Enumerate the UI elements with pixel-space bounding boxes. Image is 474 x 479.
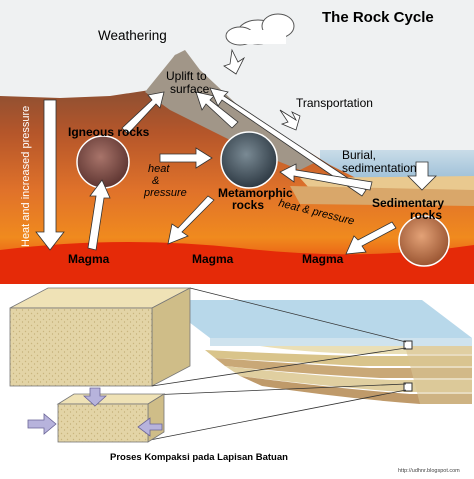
arrow-compaction-left: [27, 413, 57, 435]
label-transportation: Transportation: [296, 96, 373, 110]
arrow-compaction-down: [82, 387, 108, 407]
igneous-rock-sample: [76, 135, 130, 189]
label-uplift-2: surface: [170, 82, 210, 96]
label-burial-2: sedimentation: [342, 161, 417, 175]
label-heat-left-1: heat: [148, 163, 170, 175]
label-uplift-1: Uplift to: [166, 69, 207, 83]
arrow-igneous-to-metamorphic: [159, 147, 213, 169]
arrow-metamorphic-to-magma: [167, 195, 215, 245]
label-sedimentary-2: rocks: [410, 208, 442, 222]
arrow-igneous-to-uplift: [121, 91, 165, 135]
arrow-transportation: [279, 109, 301, 131]
cloud: [225, 13, 295, 46]
source-watermark: http://udhnr.blogspot.com: [398, 468, 460, 474]
mountain: [145, 50, 320, 170]
label-sedimentary-1: Sedimentary: [372, 196, 444, 210]
arrow-metamorphic-to-uplift: [195, 91, 239, 129]
label-magma-2: Magma: [192, 252, 234, 266]
label-metamorphic-1: Metamorphic: [218, 186, 293, 200]
diagram-title: The Rock Cycle: [322, 9, 434, 26]
label-side-heat-pressure: Heat and increased pressure: [20, 106, 32, 247]
sand-block-large: [9, 287, 191, 387]
arrow-magma-to-igneous: [87, 179, 111, 251]
label-weathering: Weathering: [98, 28, 167, 43]
label-magma-3: Magma: [302, 252, 344, 266]
connector-lines: [149, 287, 407, 441]
label-burial-1: Burial,: [342, 148, 376, 162]
arrow-sedimentary-to-magma: [345, 221, 397, 255]
sediment-layer-2: [290, 186, 474, 206]
label-heat-left-2: &: [152, 175, 159, 187]
label-heat-left-3: pressure: [143, 187, 187, 199]
arrow-burial: [407, 161, 437, 191]
magma-band: [0, 241, 474, 284]
label-metamorphic-2: rocks: [232, 198, 264, 212]
arrow-sedimentary-to-metamorphic: [279, 163, 373, 191]
sedimentary-rock-sample: [398, 215, 450, 267]
arrow-sedimentary-to-uplift: [209, 87, 367, 197]
label-magma-1: Magma: [68, 252, 110, 266]
metamorphic-rock-sample: [220, 131, 278, 189]
arrow-heat-pressure-down: [35, 99, 65, 251]
arrow-compaction-right: [137, 417, 163, 437]
label-igneous-rocks: Igneous rocks: [68, 125, 150, 139]
seabed-layers-block: [160, 300, 472, 404]
compaction-caption: Proses Kompaksi pada Lapisan Batuan: [110, 452, 288, 463]
arrow-weathering: [223, 48, 246, 75]
